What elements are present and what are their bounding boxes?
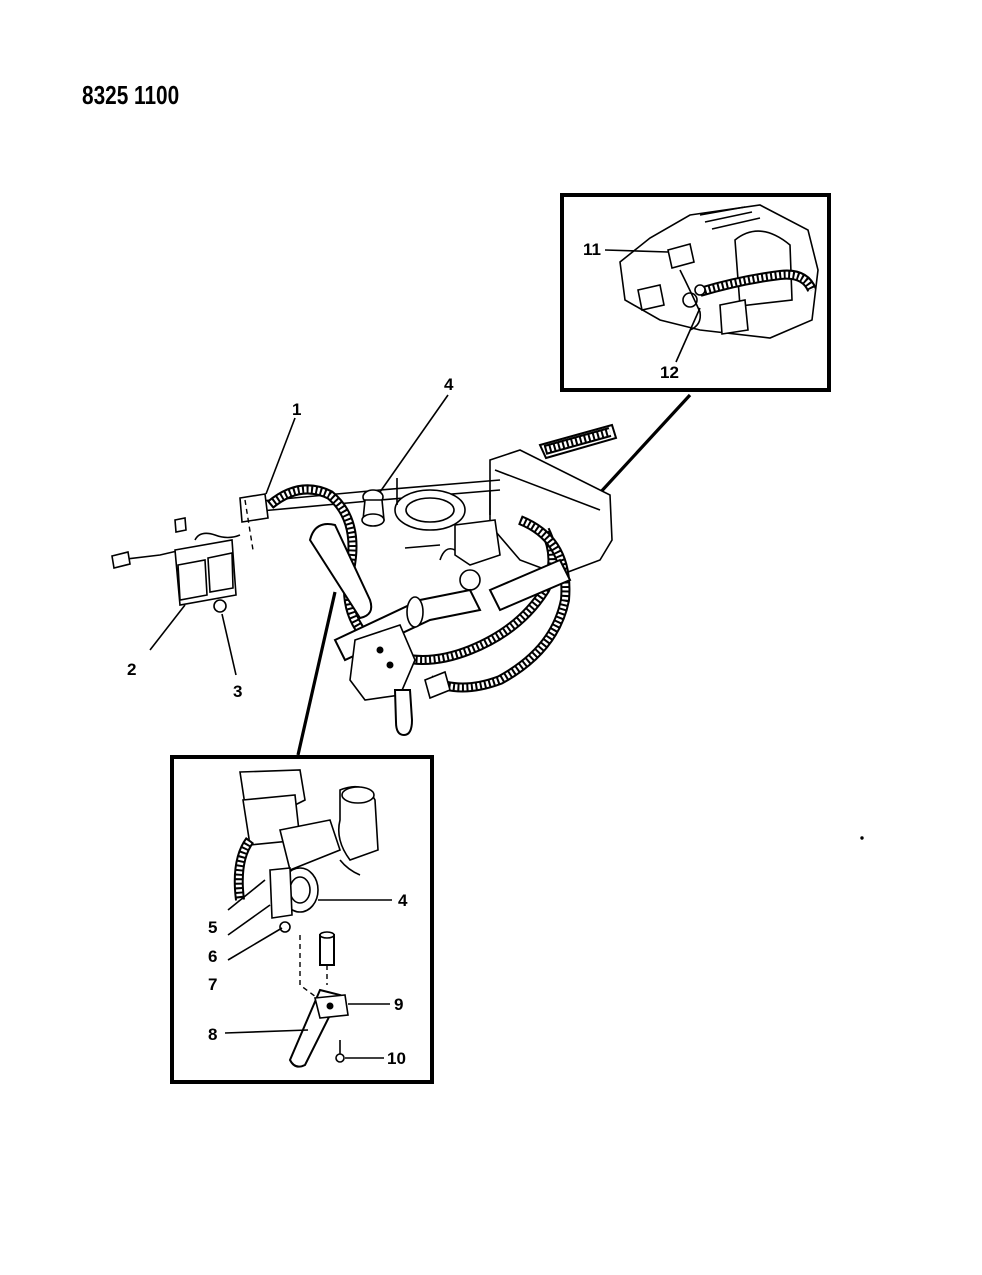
callout-4-inset: 4 <box>398 891 408 910</box>
callout-10: 10 <box>387 1049 406 1068</box>
intake-dome <box>734 230 793 307</box>
harness-connector-1 <box>239 493 269 523</box>
screw-10 <box>335 1053 345 1063</box>
leader-8 <box>224 1029 309 1034</box>
leader-6 <box>227 904 271 936</box>
leader-1 <box>265 417 296 495</box>
leader-4-main <box>379 394 449 493</box>
manifold <box>489 449 613 576</box>
callout-11: 11 <box>583 240 601 259</box>
callout-7: 7 <box>208 975 217 994</box>
leader-2 <box>149 604 186 651</box>
inset-bottom-connector <box>296 591 337 756</box>
nut-3 <box>213 599 227 613</box>
inset-bottom-frame <box>170 755 434 1084</box>
leader-5 <box>227 879 266 911</box>
hose-tube <box>319 934 335 966</box>
sensor-11 <box>667 243 695 269</box>
callout-5: 5 <box>208 918 217 937</box>
inset-top-connector <box>596 393 692 497</box>
solenoid-assembly: 2 3 <box>111 517 242 701</box>
callout-12: 12 <box>660 363 679 382</box>
figure-code: 8325 1100 <box>82 80 180 110</box>
callout-6: 6 <box>208 947 217 966</box>
leader-3 <box>221 613 237 676</box>
callout-4: 4 <box>444 375 454 394</box>
solenoid-2 <box>177 559 208 601</box>
callout-3: 3 <box>233 682 242 701</box>
plenum-opening <box>394 489 466 531</box>
throttle-body-main <box>454 519 501 566</box>
callout-9: 9 <box>394 995 403 1014</box>
inset-top-frame <box>560 193 831 392</box>
inset-bottom-left: 4 5 6 7 8 9 10 <box>170 755 434 1084</box>
hose-upper <box>308 523 373 620</box>
callout-8: 8 <box>208 1025 217 1044</box>
callout-1: 1 <box>292 400 301 419</box>
leader-12 <box>675 307 701 363</box>
throttle-body <box>637 284 665 311</box>
inset-top-right: 11 12 <box>560 193 831 392</box>
leader-7 <box>227 927 283 961</box>
leader-11 <box>604 249 669 253</box>
nut-7 <box>279 921 291 933</box>
main-assembly <box>239 423 618 737</box>
hose-loop <box>393 689 414 737</box>
callout-2: 2 <box>127 660 136 679</box>
